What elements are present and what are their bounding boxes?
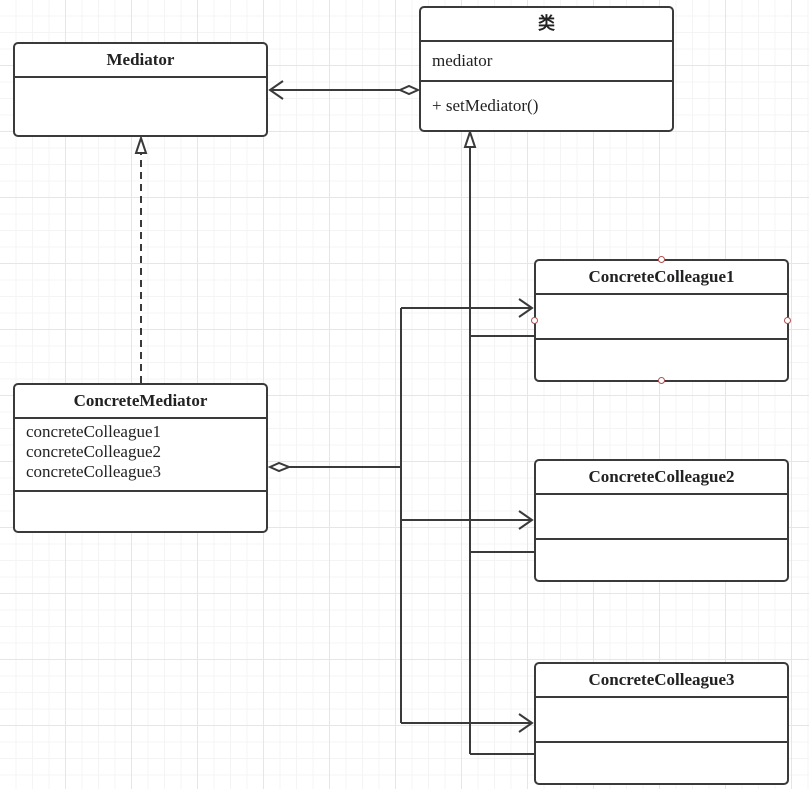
operations-compartment <box>536 540 787 548</box>
class-title: ConcreteColleague2 <box>536 461 787 495</box>
aggregation-diamond <box>397 84 421 96</box>
attributes-compartment: mediator <box>421 42 672 82</box>
selection-handle-left[interactable] <box>531 317 538 324</box>
class-title: 类 <box>421 8 672 42</box>
hollow-triangle-arrowhead <box>134 134 148 154</box>
class-concrete-colleague1[interactable]: ConcreteColleague1 <box>534 259 789 382</box>
class-concrete-colleague2[interactable]: ConcreteColleague2 <box>534 459 789 582</box>
aggregation-diamond <box>267 461 292 473</box>
attribute-item: concreteColleague1 <box>26 422 161 441</box>
attributes-compartment <box>536 495 787 540</box>
operations-compartment <box>536 743 787 751</box>
attribute-item: concreteColleague2 <box>26 442 161 461</box>
hollow-triangle-arrowhead <box>463 128 477 148</box>
selection-handle-bottom[interactable] <box>658 377 665 384</box>
operations-compartment <box>536 340 787 348</box>
open-arrowhead <box>518 298 534 318</box>
class-title: ConcreteColleague1 <box>536 261 787 295</box>
operation-item: + setMediator() <box>432 96 539 115</box>
open-arrowhead <box>518 713 534 733</box>
open-arrowhead <box>518 510 534 530</box>
attributes-compartment: concreteColleague1 concreteColleague2 co… <box>15 419 266 492</box>
operations-compartment: + setMediator() <box>421 82 672 120</box>
class-mediator[interactable]: Mediator <box>13 42 268 137</box>
operations-compartment <box>15 492 266 500</box>
attribute-item: concreteColleague3 <box>26 462 161 481</box>
selection-handle-top[interactable] <box>658 256 665 263</box>
class-title: ConcreteMediator <box>15 385 266 419</box>
attributes-compartment <box>536 698 787 743</box>
attribute-item: mediator <box>432 51 493 70</box>
attributes-compartment <box>536 295 787 340</box>
class-concrete-mediator[interactable]: ConcreteMediator concreteColleague1 conc… <box>13 383 268 533</box>
class-title: ConcreteColleague3 <box>536 664 787 698</box>
selection-handle-right[interactable] <box>784 317 791 324</box>
class-colleague[interactable]: 类 mediator + setMediator() <box>419 6 674 132</box>
class-title: Mediator <box>15 44 266 78</box>
class-concrete-colleague3[interactable]: ConcreteColleague3 <box>534 662 789 785</box>
open-arrowhead <box>268 80 284 100</box>
